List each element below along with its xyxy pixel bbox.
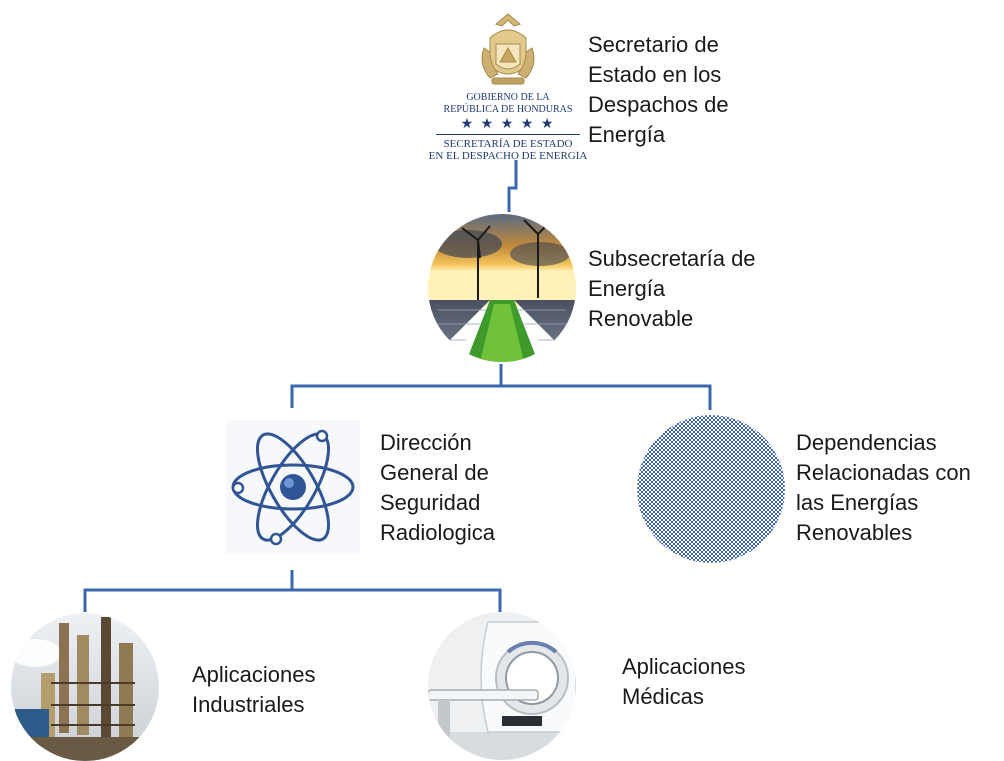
seal-text-line3: SECRETARÍA DE ESTADO: [443, 138, 573, 150]
dependencias-label: Dependencias Relacionadas con las Energí…: [796, 430, 971, 545]
wind-solar-illustration: [428, 214, 576, 362]
connector-direccion-medicas: [292, 588, 502, 612]
seal-text-line2: REPÚBLICA DE HONDURAS: [443, 104, 573, 115]
connector-direccion-industriales: [83, 570, 294, 612]
atom-graphic: [226, 420, 360, 554]
dependencias-dotted-circle: [637, 415, 785, 563]
seal-stars: ★ ★ ★ ★ ★: [460, 117, 556, 132]
atom-icon: [218, 412, 368, 562]
seal-divider: [436, 134, 580, 135]
government-seal-logo: GOBIERNO DE LA REPÚBLICA DE HONDURAS ★ ★…: [428, 8, 588, 164]
secretario-label: Secretario de Estado en los Despachos de…: [588, 32, 729, 147]
dotted-pattern: [637, 415, 785, 563]
seal-text-line4-clip: EN EL DESPACHO DE ENERGÍA: [428, 151, 588, 161]
medicas-label: Aplicaciones Médicas: [622, 654, 746, 709]
connector-subsecretaria-dependencias: [501, 384, 712, 410]
refinery-photo: [11, 613, 159, 761]
coat-of-arms-icon: [481, 13, 535, 85]
direccion-label: Dirección General de Seguridad Radiologi…: [380, 430, 495, 545]
subsecretaria-label: Subsecretaría de Energía Renovable: [588, 246, 756, 331]
connector-subsecretaria-direccion: [290, 364, 503, 408]
refinery-illustration: [11, 613, 159, 761]
connector-secretario-subsecretaria: [507, 160, 518, 212]
industriales-label: Aplicaciones Industriales: [192, 662, 316, 717]
seal-text-line4: EN EL DESPACHO DE ENERGÍA: [428, 151, 588, 161]
wind-solar-photo: [428, 214, 576, 362]
seal-text-line1: GOBIERNO DE LA: [466, 92, 550, 103]
ct-scanner-photo: [428, 612, 576, 760]
ct-scanner-illustration: [428, 612, 576, 760]
